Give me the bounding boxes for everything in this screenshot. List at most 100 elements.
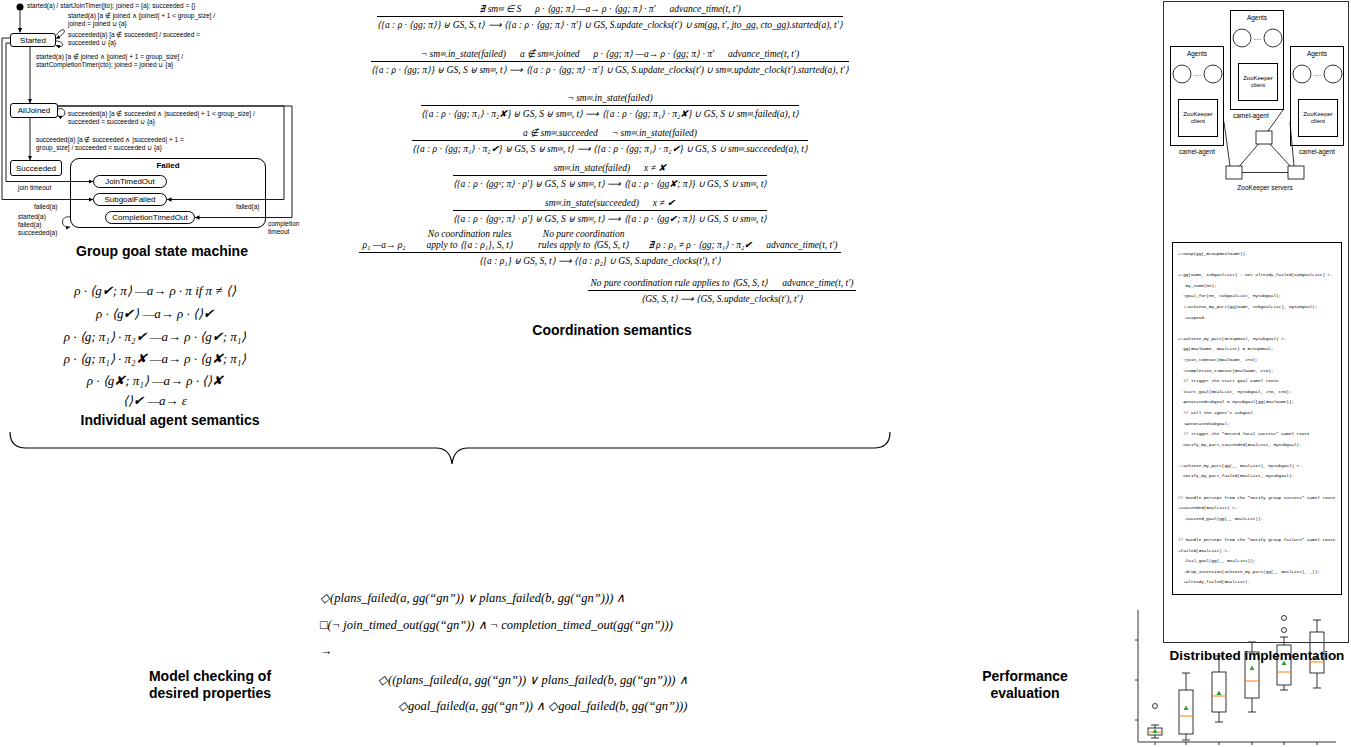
state-box: Succeeded [10,160,62,176]
code-line: AnnotatedSubgoal = MySubgoal[gg(GoalName… [1178,397,1294,408]
code-line: // Call the agent's subgoal [1178,408,1253,419]
rule-premise: smᵍᵍ.in_state(succeeded)x ≠ ✔ [453,197,768,211]
code-line: +!achieve_my_part(GroupGoal, MySubgoal) … [1178,334,1286,345]
rule-conclusion: ⟨GS, S, t⟩ ⟶ ⟨GS, S.update_clocks(t′), t… [588,291,857,305]
transition-arrow [58,106,284,200]
premise-term: ∄ ρ : ρ₁ ≠ ρ · ⟨gg; π₁⟩ · π₂✔ [648,239,753,251]
rule-conclusion: ⟨{a : ρ · ⟨gg; π⟩} ⊎ GS, S ⊎ smᵍᵍ, t⟩ ⟶ … [371,62,849,76]
self-loop [63,217,71,227]
inference-rule: a ∉ smᵍᵍ.succeeded¬ smᵍᵍ.in_state(failed… [210,127,1010,155]
transition-arrow [30,47,31,103]
agent-circle [1293,65,1311,83]
code-line: .succeed_goal(gg(_, GoalList)). [1178,514,1263,525]
rule-conclusion: ⟨{a : ρ · ⟨ggˣ; π⟩ · ρ′} ⊎ GS, S ⊎ smᵍᵍ,… [453,176,768,190]
transition-label: succeeded(a) [a ∉ succeeded ∧ |succeeded… [68,110,268,126]
rule-conclusion: ⟨{a : ρ · ⟨gg; π₁⟩ · π₂✔} ⊎ GS, S ⊎ smᵍᵍ… [412,141,808,155]
premise-term: No pure coordination rule applies to ⟨GS… [591,277,769,289]
ltl-formula: ◇goal_failed(a, gg(“gn”)) ∧ ◇goal_failed… [398,698,687,714]
box-label: ZooKeeper client [1241,75,1275,89]
server-box [1288,166,1304,179]
median-line [1148,662,1324,732]
transition-label: started(a) [a ∉ joined ∧ |joined| + 1 = … [36,53,206,69]
group-label: Agents [1291,50,1343,57]
code-line: // Trigger the "Record local success" Ca… [1178,429,1310,440]
agent-host-box: Agentscamel-agentZooKeeper client [1170,46,1224,146]
panel-caption: Distributed implementation [1170,648,1345,663]
box-plot [1148,616,1324,741]
agent-host-box: Agentscamel-agentZooKeeper client [1230,10,1284,110]
code-line: !AnnotatedSubgoal; [1178,419,1230,430]
transition-label: succeeded(a) [a ∉ succeeded] / succeeded… [68,31,218,47]
section-caption: Group goal state machine [76,243,248,260]
host-label: camel-agent [1233,112,1283,119]
rule-body: a ∉ smᵍᵍ.succeeded¬ smᵍᵍ.in_state(failed… [412,127,808,155]
premise-term: No coordination rules apply to ⟨{a : ρ₁}… [420,229,520,251]
server-box [1226,166,1242,179]
code-line: +failed(GoalList) <- [1178,546,1230,557]
code-line: // Trigger the Start goal Camel route [1178,376,1279,387]
code-line: !!achieve_my_part(gg(Name, SubgoalList),… [1178,302,1317,313]
code-line: ?completion_timeout(GoalName, CTO); [1178,366,1273,377]
premise-term: x ≠ ✘ [644,162,666,174]
code-line: .suspend. [1178,313,1206,324]
network-link [1224,110,1296,173]
host-label: camel-agent [1291,148,1343,155]
mean-marker [1153,655,1320,734]
semantics-formula: ρ · ⟨g✘; π₁⟩ —a→ ρ · ⟨⟩✘ [87,373,224,389]
premise-term: smᵍᵍ.in_state(failed) [554,162,630,174]
transition-arrow [30,118,31,160]
rule-conclusion: ⟨{a : ρ · ⟨ggˣ; π⟩ · ρ′} ⊎ GS, S ⊎ smᵍᵍ,… [453,211,768,225]
section-caption: Performance evaluation [965,668,1085,702]
code-line: +succeeded(GoalList) <- [1178,503,1237,514]
semantics-formula: ρ · ⟨g; π₁⟩ · π₂✘ —a→ ρ · ⟨g✘; π₁⟩ [64,351,247,367]
agent-circle [1233,29,1251,47]
inference-rule: smᵍᵍ.in_state(failed) x ≠ ✘ ⟨{a : ρ · ⟨ggˣ… [210,162,1010,190]
code-line: +!noop(gg(_GroupGoalName)). [1178,249,1248,260]
premise-term: ¬ smᵍᵍ.in_state(failed) [567,92,652,104]
rule-body: No pure coordination rule applies to ⟨GS… [588,277,857,305]
rule-conclusion: ⟨{a : ρ · ⟨gg; π⟩} ⊎ GS, S, t⟩ ⟶ ⟨{a : ρ… [377,17,843,31]
rule-body: ρ₁ —a→ ρ₂ No coordination rules apply to … [359,229,840,267]
code-line: +already_failed(GoalList). [1178,577,1250,588]
rule-premise: smᵍᵍ.in_state(failed) x ≠ ✘ [453,162,768,176]
code-line: ?goal_for(Me, SubgoalList, MySubgoal); [1178,291,1281,302]
ltl-formula: ◇((plans_failed(a, gg(“gn”)) ∨ plans_fai… [378,672,688,688]
rule-premise: ∄ smᵍᵍ ∈ Sρ · ⟨gg; π⟩ —a→ ρ · ⟨gg; π⟩ · … [377,3,843,17]
code-line: // Handle percept from the "Notify group… [1178,535,1335,546]
premise-term: x ≠ ✔ [653,197,675,209]
semantics-formula: ρ · ⟨g✔; π⟩ —a→ ρ · π if π ≠ ⟨⟩ [74,283,236,299]
code-line: // Handle percept from the "Notify group… [1178,493,1335,504]
premise-term: advance_time(t, t′) [766,239,837,251]
code-listing: +!noop(gg(_GroupGoalName)).+!gg(Name, Su… [1172,242,1342,595]
premise-term: ρ₁ —a→ ρ₂ [362,239,405,251]
grouping-brace [10,432,890,464]
premise-term: ρ · ⟨gg; π⟩ —a→ ρ · ⟨gg; π⟩ · π′ [594,48,714,60]
inference-rule: ¬ smᵍᵍ.in_state(failed)a ∉ smᵍᵍ.joinedρ … [210,48,1010,76]
section-caption: Individual agent semantics [81,412,260,429]
ltl-formula: □(¬ join_timed_out(gg(“gn”)) ∧ ¬ complet… [320,617,673,633]
section-caption: Coordination semantics [532,322,691,339]
rule-body: smᵍᵍ.in_state(failed) x ≠ ✘ ⟨{a : ρ · ⟨ggˣ… [453,162,768,190]
transition-label: failed(a) [34,203,57,211]
code-line: .fail_goal(gg(_, GoalList)); [1178,556,1255,567]
rule-premise: ¬ smᵍᵍ.in_state(failed)a ∉ smᵍᵍ.joinedρ … [371,48,849,62]
inference-rule: smᵍᵍ.in_state(succeeded)x ≠ ✔⟨{a : ρ · ⟨… [210,197,1010,225]
ellipsis-mark: … [1314,70,1322,78]
initial-state-dot [17,4,24,11]
rule-premise: No pure coordination rule applies to ⟨GS… [588,277,857,291]
rule-premise: a ∉ smᵍᵍ.succeeded¬ smᵍᵍ.in_state(failed… [412,127,808,141]
transition-label: started(a) [18,213,46,221]
code-line: .drop_intention(achieve_my_part(gg(_, Go… [1178,567,1320,578]
agent-circle [1204,65,1222,83]
code-line: ?join_timeout(GoalName, JTO); [1178,355,1258,366]
semantics-formula: ρ · ⟨g; π₁⟩ · π₂✔ —a→ ρ · ⟨g✔; π₁⟩ [64,329,247,345]
rule-premise: ρ₁ —a→ ρ₂ No coordination rules apply to … [359,229,840,253]
state-name: Started [20,36,46,45]
rule-conclusion: ⟨{a : ρ · ⟨gg; π₁⟩ · π₂✘} ⊎ GS, S ⊎ smᵍᵍ… [421,106,799,120]
agent-host-box: Agentscamel-agentZooKeeper client [1290,46,1344,146]
premise-term: advance_time(t, t′) [670,3,741,15]
ellipsis-mark: … [1194,70,1202,78]
host-label: camel-agent [1171,148,1223,155]
state-box: SubgoalFailed [93,193,167,206]
zookeeper-client: ZooKeeper client [1178,99,1218,137]
